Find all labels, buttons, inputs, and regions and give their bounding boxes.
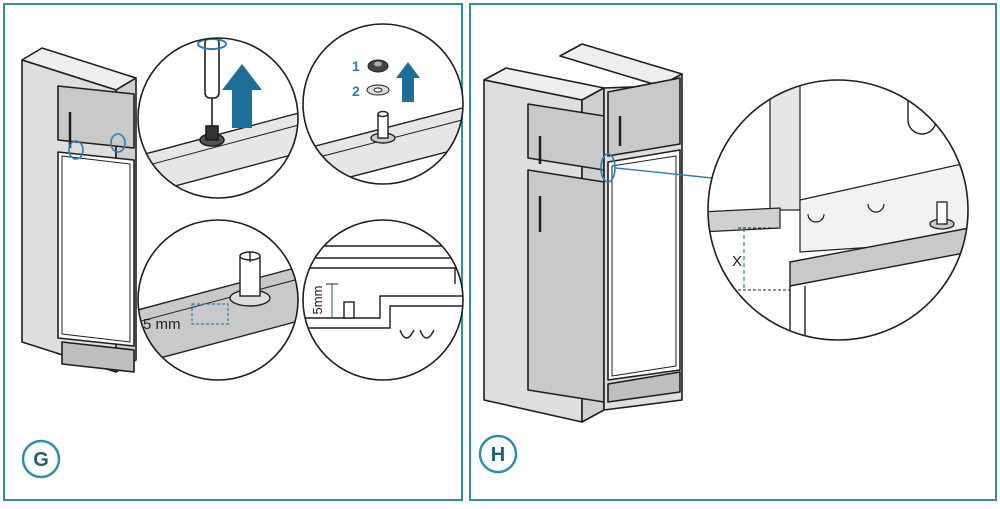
fridge-h-right [559,43,683,411]
up-arrow-icon-2 [396,62,420,102]
detail-circle-pin-5mm: 5 mm [137,219,299,381]
hinge-pin-icon-h [929,201,955,230]
panel-h-frame [469,3,997,501]
panel-g-label: G [33,449,49,471]
fridge-g [21,47,137,373]
panel-h-label: H [491,444,505,466]
step-2-label: 2 [352,83,360,99]
dimension-5mm-b: 5mm [310,286,325,315]
nut-icon [367,59,389,73]
fridge-h-left [483,67,605,423]
leader-line [615,167,713,179]
detail-circle-nut-washer: 1 2 [302,23,464,185]
panel-g-frame [3,3,463,501]
screwdriver-icon [197,38,227,147]
washer-icon [366,84,390,96]
hinge-pin-icon [370,110,396,144]
up-arrow-icon [222,64,262,128]
panel-h-badge: H [478,434,518,474]
panel-g-badge: G [21,439,61,479]
dimension-x: X [732,253,742,270]
detail-circle-profile-5mm: 5mm [302,219,464,381]
dimension-5mm-a: 5 mm [143,316,181,333]
step-1-label: 1 [352,58,360,74]
detail-circle-unscrew [137,37,299,199]
detail-circle-gap-x: X [707,79,969,341]
